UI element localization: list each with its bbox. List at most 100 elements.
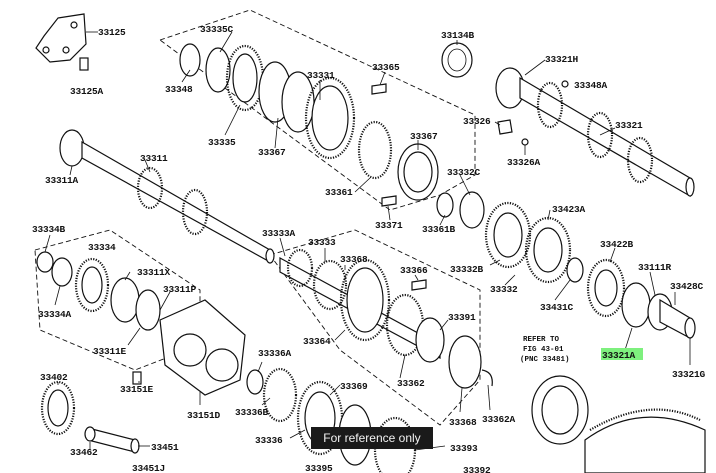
shaft-gear bbox=[181, 188, 209, 236]
gear-33422b bbox=[586, 258, 626, 318]
bearing-33335c bbox=[205, 47, 231, 93]
part-label-33348a: 33348A bbox=[574, 80, 608, 91]
ring-gear-body bbox=[584, 416, 706, 473]
gear-hub bbox=[533, 227, 563, 273]
ring-33368b bbox=[448, 335, 482, 389]
part-label-33422b: 33422B bbox=[600, 239, 634, 250]
part-label-33311a: 33311A bbox=[45, 175, 79, 186]
part-label-33361: 33361 bbox=[325, 187, 353, 198]
part-label-33125: 33125 bbox=[98, 27, 126, 38]
part-label-33333: 33333 bbox=[308, 237, 336, 248]
ring-gear-edge bbox=[589, 408, 701, 431]
ring-33321a bbox=[621, 282, 651, 328]
bolt-33125a bbox=[79, 57, 89, 71]
part-label-33334: 33334 bbox=[88, 242, 116, 253]
bolt-33326a bbox=[521, 138, 529, 146]
bracket-hole bbox=[42, 46, 50, 54]
part-label-33333a: 33333A bbox=[262, 228, 296, 239]
gear-hub bbox=[594, 269, 618, 307]
watermark-label: For reference only bbox=[311, 427, 433, 449]
shaft-33321 bbox=[519, 76, 691, 198]
part-label-33392: 33392 bbox=[463, 465, 491, 473]
part-label-33361b: 33361B bbox=[422, 224, 456, 235]
ring-33336a bbox=[246, 369, 264, 395]
shaft-gear bbox=[286, 248, 314, 288]
bearing-33334a bbox=[51, 257, 73, 287]
part-label-33431c: 33431C bbox=[540, 302, 574, 313]
shaft-gear bbox=[626, 136, 654, 184]
bolt-33151e bbox=[132, 371, 142, 385]
part-label-33334b: 33334B bbox=[32, 224, 66, 235]
part-label-33321g: 33321G bbox=[672, 369, 706, 380]
leader-lines bbox=[44, 31, 691, 451]
clip-33362a bbox=[481, 369, 493, 387]
part-label-33151d: 33151D bbox=[187, 410, 221, 421]
part-label-33365: 33365 bbox=[372, 62, 400, 73]
bearing-33311a bbox=[59, 129, 85, 167]
part-label-33311p: 33311P bbox=[163, 284, 197, 295]
sleeve-33364 bbox=[339, 258, 391, 342]
part-label-33367: 33367 bbox=[258, 147, 286, 158]
note-line-1: REFER TO bbox=[523, 336, 560, 344]
shaft-gear bbox=[586, 111, 614, 159]
ring-33311e bbox=[135, 289, 161, 331]
cap-33134b bbox=[441, 42, 473, 78]
part-label-33332b: 33332B bbox=[450, 264, 484, 275]
plate-hole bbox=[173, 333, 207, 367]
part-label-33336a: 33336A bbox=[258, 348, 292, 359]
spacer-33431c bbox=[566, 257, 584, 283]
gear-33336b bbox=[262, 367, 298, 423]
part-label-33362: 33362 bbox=[397, 378, 425, 389]
part-label-33348: 33348 bbox=[165, 84, 193, 95]
plate-hole bbox=[205, 348, 239, 382]
part-label-33371: 33371 bbox=[375, 220, 403, 231]
part-label-33336b: 33336B bbox=[235, 407, 269, 418]
cap-inner bbox=[447, 48, 467, 72]
part-label-33332: 33332 bbox=[490, 284, 518, 295]
part-label-33321a: 33321A bbox=[602, 350, 636, 361]
part-label-33362a: 33362A bbox=[482, 414, 516, 425]
shaft-end bbox=[685, 177, 695, 197]
ring-ref-inner bbox=[541, 385, 579, 435]
part-label-33393: 33393 bbox=[450, 443, 478, 454]
part-label-33321: 33321 bbox=[615, 120, 643, 131]
part-label-33391: 33391 bbox=[448, 312, 476, 323]
part-label-33451: 33451 bbox=[151, 442, 179, 453]
ring-33311x bbox=[110, 277, 140, 323]
highlight-marker bbox=[601, 348, 643, 360]
part-label-33367: 33367 bbox=[410, 131, 438, 142]
washer-33348 bbox=[179, 43, 201, 77]
part-label-33332c: 33332C bbox=[447, 167, 481, 178]
shaft-end bbox=[130, 438, 140, 454]
ring bbox=[281, 71, 315, 133]
gear-33334 bbox=[74, 257, 110, 313]
ring-33462 bbox=[84, 426, 96, 442]
part-label-33311: 33311 bbox=[140, 153, 168, 164]
part-label-33369: 33369 bbox=[340, 381, 368, 392]
part-label-33311x: 33311X bbox=[137, 267, 171, 278]
gear-hub bbox=[81, 266, 103, 304]
part-label-33423a: 33423A bbox=[552, 204, 586, 215]
sleeve-hub bbox=[311, 85, 349, 151]
gear-hub bbox=[493, 212, 523, 258]
group-outline-middle bbox=[269, 229, 481, 426]
part-label-33321h: 33321H bbox=[545, 54, 579, 65]
part-label-33111r: 33111R bbox=[638, 262, 672, 273]
gear-hub bbox=[232, 53, 258, 103]
shaft-end bbox=[265, 248, 275, 264]
gear-33368 bbox=[312, 259, 348, 311]
key-33365 bbox=[371, 83, 387, 95]
part-label-33366: 33366 bbox=[400, 265, 428, 276]
ring-33334b bbox=[36, 251, 54, 273]
part-label-33335: 33335 bbox=[208, 137, 236, 148]
gear-33361 bbox=[357, 120, 393, 180]
part-label-33326: 33326 bbox=[463, 116, 491, 127]
note-line-3: (PNC 33481) bbox=[520, 356, 570, 364]
note-line-2: FIG 43-01 bbox=[523, 346, 564, 354]
part-label-33451j: 33451J bbox=[132, 463, 165, 473]
part-label-33151e: 33151E bbox=[120, 384, 154, 395]
key-33366 bbox=[411, 279, 427, 291]
part-label-33125a: 33125A bbox=[70, 86, 104, 97]
bracket-33125 bbox=[35, 13, 87, 63]
bearing-33332c bbox=[459, 191, 485, 229]
